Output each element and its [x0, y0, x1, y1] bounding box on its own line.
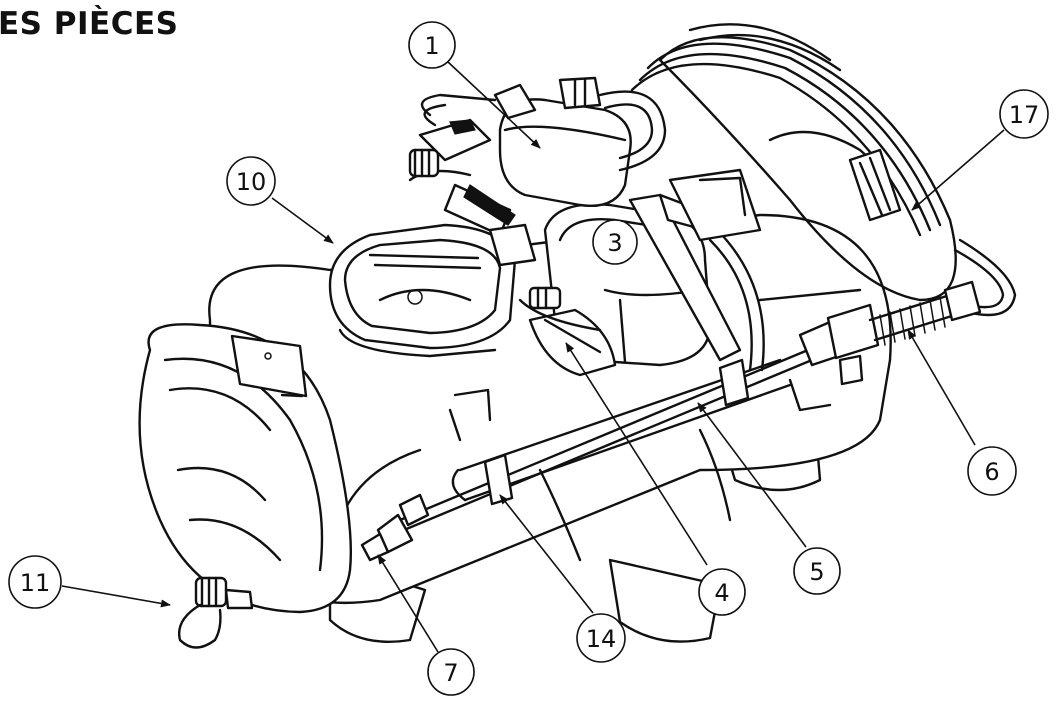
fill-lid — [328, 223, 517, 358]
callout-label-4: 4 — [714, 579, 729, 607]
arrow-11 — [61, 585, 171, 608]
callout-6: 6 — [967, 446, 1017, 496]
spray-nozzle — [360, 493, 430, 562]
callout-label-14: 14 — [586, 625, 617, 653]
callout-17: 17 — [999, 89, 1049, 139]
callout-7: 7 — [427, 648, 475, 696]
hose-reel — [630, 23, 1017, 317]
arrow-17 — [911, 129, 1005, 211]
callouts: 1 3 4 5 6 7 10 11 — [8, 21, 1049, 696]
callout-label-7: 7 — [443, 659, 458, 687]
callout-label-6: 6 — [984, 458, 999, 486]
arrow-14 — [499, 494, 594, 614]
filter-housing — [493, 76, 632, 207]
callout-label-10: 10 — [236, 168, 267, 196]
arrow-6 — [907, 329, 976, 446]
callout-10: 10 — [226, 156, 276, 206]
callout-label-11: 11 — [20, 569, 51, 597]
callout-11: 11 — [8, 555, 62, 609]
callout-3: 3 — [592, 219, 638, 265]
callout-label-3: 3 — [607, 229, 622, 257]
wand-clips — [483, 358, 750, 506]
callout-label-17: 17 — [1009, 101, 1040, 129]
page-title: ES PIÈCES — [0, 6, 179, 42]
tank-end-cap — [138, 323, 353, 614]
arrow-1 — [447, 61, 541, 149]
callout-1: 1 — [408, 21, 456, 69]
arrow-7 — [377, 554, 439, 653]
callout-label-1: 1 — [424, 32, 439, 60]
drain-cap — [178, 576, 254, 649]
callout-5: 5 — [793, 547, 841, 595]
callout-label-5: 5 — [809, 558, 824, 586]
spray-wand — [398, 280, 982, 532]
arrow-4 — [565, 342, 708, 566]
arrow-5 — [697, 402, 807, 548]
straps — [628, 168, 762, 362]
callout-arrows — [61, 61, 1005, 653]
valve-cluster — [408, 118, 562, 310]
callout-4: 4 — [698, 568, 746, 616]
arrow-10 — [271, 197, 334, 244]
callout-14: 14 — [576, 613, 626, 663]
